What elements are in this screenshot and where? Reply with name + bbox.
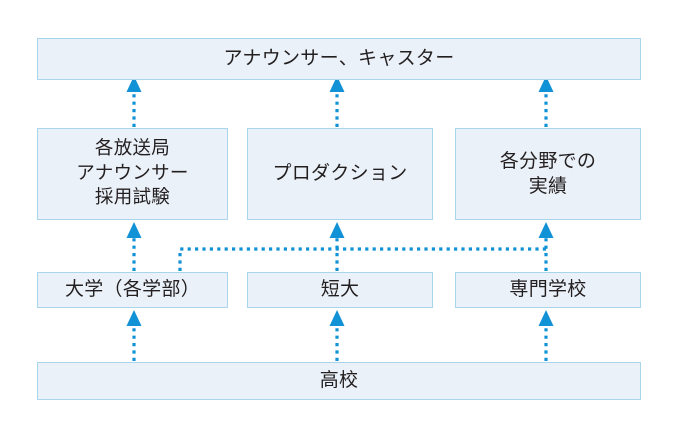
arrow-highschool-to-junior-college (329, 310, 345, 361)
arrow-broadcaster-exam-to-announcer (126, 76, 142, 127)
node-high-school: 高校 (37, 362, 641, 400)
elbow-university-to-production-and-field-record (178, 247, 546, 271)
node-vocational-school: 専門学校 (455, 272, 641, 308)
arrow-field-record-to-announcer (538, 76, 554, 127)
arrow-vocational-school-to-field-record (538, 222, 554, 271)
node-junior-college: 短大 (247, 272, 433, 308)
node-announcer-caster: アナウンサー、キャスター (37, 38, 641, 80)
arrow-highschool-to-vocational-school (538, 310, 554, 361)
arrow-production-to-announcer (329, 76, 345, 127)
node-university: 大学（各学部） (37, 272, 228, 308)
arrow-university-to-broadcaster-exam (126, 222, 142, 271)
node-field-achievements: 各分野での 実績 (455, 128, 641, 220)
arrow-highschool-to-university (126, 310, 142, 361)
arrow-junior-college-to-production (329, 222, 345, 271)
node-production: プロダクション (247, 128, 433, 220)
node-broadcaster-announcer-exam: 各放送局 アナウンサー 採用試験 (37, 128, 228, 220)
